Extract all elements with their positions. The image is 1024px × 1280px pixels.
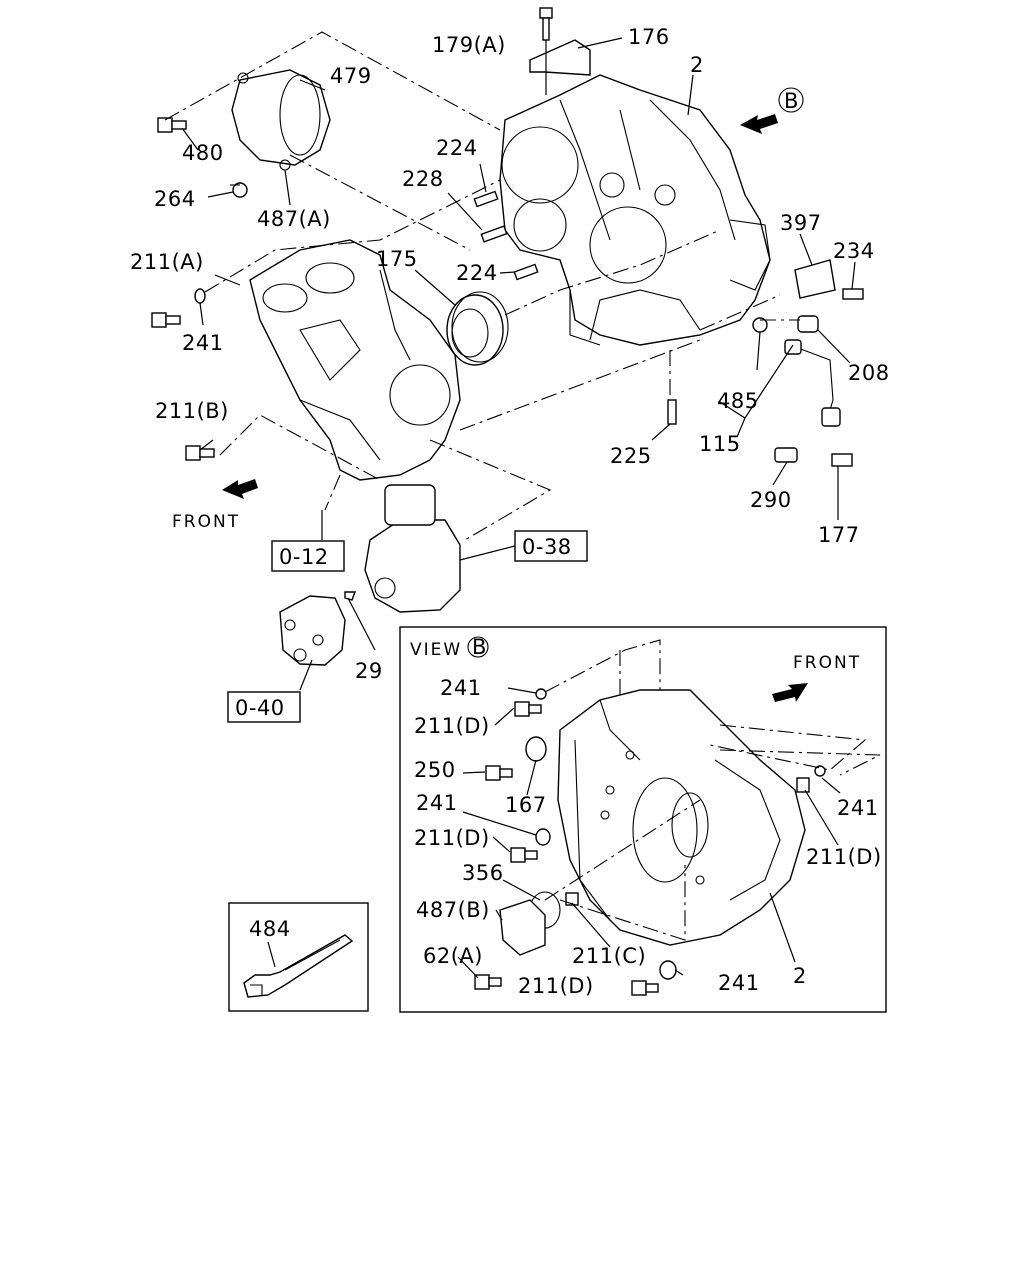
view-b-front-label: FRONT (793, 653, 861, 673)
callout-487a: 487(A) (257, 207, 331, 231)
callout-29: 29 (355, 659, 383, 683)
callout-356: 356 (462, 861, 504, 885)
view-b-title-letter: B (472, 635, 487, 659)
ref-box-0-40 (227, 691, 301, 723)
callout-211d-right: 211(D) (806, 845, 882, 869)
view-b-panel (399, 626, 887, 1013)
ref-box-0-38 (514, 530, 588, 562)
callout-62a: 62(A) (423, 944, 483, 968)
callout-211d-top: 211(D) (414, 714, 490, 738)
ref-0-40: 0-40 (235, 696, 285, 720)
callout-2-viewb: 2 (793, 964, 807, 988)
bracket-176 (529, 39, 591, 76)
washer-241a (194, 288, 206, 304)
callout-487b: 487(B) (416, 898, 490, 922)
gear-assembly (279, 595, 346, 666)
bolt-211b (185, 445, 215, 461)
bolt-177 (831, 453, 853, 467)
view-b-housing (557, 689, 806, 946)
callout-241-main: 241 (182, 331, 224, 355)
callout-224-top: 224 (436, 136, 478, 160)
clip-290 (774, 447, 798, 463)
callout-241-viewb-top: 241 (440, 676, 482, 700)
callout-211a: 211(A) (130, 250, 204, 274)
callout-241-viewb-mid: 241 (416, 791, 458, 815)
callout-208: 208 (848, 361, 890, 385)
bolt-179a (539, 7, 553, 41)
bolt-234 (842, 288, 864, 300)
stud-224a (473, 190, 499, 208)
callout-175: 175 (376, 247, 418, 271)
callout-264: 264 (154, 187, 196, 211)
callout-484: 484 (249, 917, 291, 941)
callout-2: 2 (690, 53, 704, 77)
callout-211d-mid: 211(D) (414, 826, 490, 850)
callout-224-mid: 224 (456, 261, 498, 285)
view-b-front-arrow (772, 683, 808, 702)
cylinder-block (249, 239, 461, 481)
cable-tie-484 (243, 934, 354, 998)
callout-234: 234 (833, 239, 875, 263)
view-b-marker (740, 87, 804, 134)
pump-housing (364, 484, 461, 613)
view-b-leader-lines (457, 687, 841, 979)
sensor-115 (784, 339, 841, 427)
callout-176: 176 (628, 25, 670, 49)
plug-208 (797, 315, 819, 333)
callout-179a: 179(A) (432, 33, 506, 57)
cable-tie-panel (228, 902, 369, 1012)
view-b-phantom-lines (544, 639, 881, 941)
callout-177: 177 (818, 523, 860, 547)
callout-211b: 211(B) (155, 399, 229, 423)
front-label: FRONT (172, 512, 240, 532)
bolt-480 (157, 117, 187, 133)
key-29 (344, 591, 357, 601)
callout-397: 397 (780, 211, 822, 235)
callout-290: 290 (750, 488, 792, 512)
callout-228: 228 (402, 167, 444, 191)
callout-225: 225 (610, 444, 652, 468)
callout-480: 480 (182, 141, 224, 165)
leader-lines (181, 37, 856, 691)
view-b-marker-letter: B (784, 89, 799, 113)
callout-211c: 211(C) (572, 944, 646, 968)
callout-167: 167 (505, 793, 547, 817)
oil-seal-175 (446, 291, 509, 366)
ref-0-38: 0-38 (522, 535, 572, 559)
stud-228 (480, 225, 508, 243)
callout-241-viewb-right: 241 (837, 796, 879, 820)
stud-225 (667, 399, 677, 425)
callout-241-viewb-bottom: 241 (718, 971, 760, 995)
callout-485: 485 (717, 389, 759, 413)
bracket-397 (794, 259, 836, 299)
callout-250: 250 (414, 758, 456, 782)
bolt-211a (151, 312, 181, 328)
callout-211d-bottom: 211(D) (518, 974, 594, 998)
front-arrow (222, 479, 258, 499)
view-b-title-circle (467, 636, 489, 658)
cover-479 (231, 69, 331, 171)
flywheel-housing (499, 74, 771, 346)
view-b-title: VIEW (410, 640, 462, 660)
callout-115: 115 (699, 432, 741, 456)
ref-0-12: 0-12 (279, 545, 329, 569)
stud-224b (513, 263, 539, 281)
ref-box-0-12 (271, 540, 345, 572)
nut-264 (232, 182, 248, 198)
phantom-lines (164, 31, 800, 541)
callout-479: 479 (330, 64, 372, 88)
